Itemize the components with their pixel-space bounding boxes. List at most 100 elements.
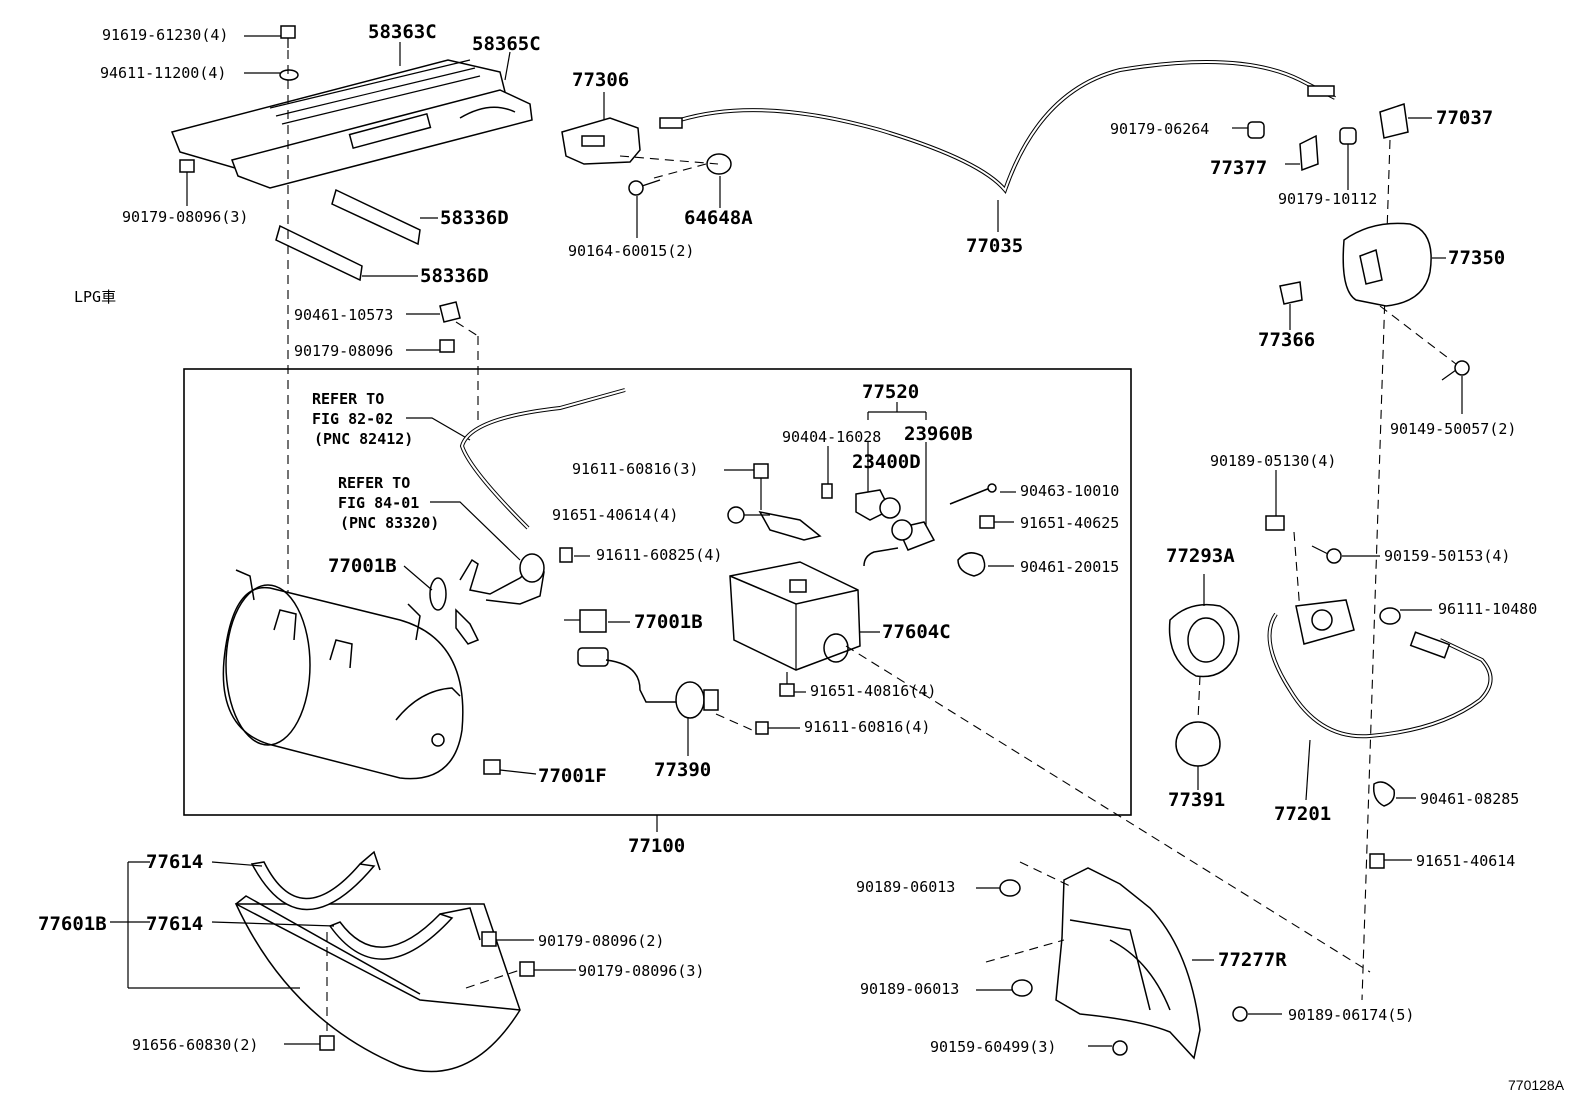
screw-91611-60816-4[interactable] xyxy=(755,721,769,735)
label-91651-40614[interactable]: 91651-40614 xyxy=(1416,852,1515,870)
label-77377[interactable]: 77377 xyxy=(1210,157,1267,179)
label-90189-06013-b[interactable]: 90189-06013 xyxy=(860,980,959,998)
clip-64648A[interactable] xyxy=(706,153,732,175)
nut-90179-06264[interactable] xyxy=(1247,121,1265,139)
label-77390[interactable]: 77390 xyxy=(654,759,711,781)
label-77350[interactable]: 77350 xyxy=(1448,247,1505,269)
screw-90159-50153[interactable] xyxy=(1311,545,1342,564)
protector-77601B[interactable] xyxy=(234,895,521,1073)
plug-77001F[interactable] xyxy=(483,759,537,775)
filler-hose-line[interactable] xyxy=(459,388,626,530)
splash-shield-77277R[interactable] xyxy=(1055,867,1201,1060)
label-77001B-a[interactable]: 77001B xyxy=(328,555,397,577)
label-64648A[interactable]: 64648A xyxy=(684,207,753,229)
clamp-90461-10573[interactable] xyxy=(439,301,461,323)
bracket-77520[interactable] xyxy=(758,510,822,541)
nut-90179-08096-3-bot[interactable] xyxy=(519,961,535,977)
band-77614-b[interactable] xyxy=(328,907,481,960)
label-91651-40614-4[interactable]: 91651-40614(4) xyxy=(552,506,678,524)
label-58336D-b[interactable]: 58336D xyxy=(420,265,489,287)
valve-box-77604C[interactable] xyxy=(729,561,861,671)
label-90404-16028[interactable]: 90404-16028 xyxy=(782,428,881,446)
label-94611-11200[interactable]: 94611-11200(4) xyxy=(100,64,226,82)
screw-91651-40625[interactable] xyxy=(979,515,995,529)
label-77391[interactable]: 77391 xyxy=(1168,789,1225,811)
label-91611-60825[interactable]: 91611-60825(4) xyxy=(596,546,722,564)
bracket-58336D-b[interactable] xyxy=(275,224,363,282)
label-77277R[interactable]: 77277R xyxy=(1218,949,1287,971)
washer-94611-11200[interactable] xyxy=(279,69,299,81)
grommet-90461-20015[interactable] xyxy=(957,552,986,577)
clip-90189-06013-a[interactable] xyxy=(999,879,1021,897)
filler-pipe-77201[interactable] xyxy=(1267,599,1493,739)
label-58365C[interactable]: 58365C xyxy=(472,33,541,55)
label-77604C[interactable]: 77604C xyxy=(882,621,951,643)
screw-91611-60816-3[interactable] xyxy=(753,463,769,510)
label-90179-10112[interactable]: 90179-10112 xyxy=(1278,190,1377,208)
label-91611-60816-4[interactable]: 91611-60816(4) xyxy=(804,718,930,736)
fuel-lid-77350[interactable] xyxy=(1342,222,1432,307)
label-90189-06013-a[interactable]: 90189-06013 xyxy=(856,878,955,896)
valve-assembly[interactable] xyxy=(455,553,545,645)
screw-91651-40614-4[interactable] xyxy=(727,506,770,524)
label-58363C[interactable]: 58363C xyxy=(368,21,437,43)
label-91651-40816[interactable]: 91651-40816(4) xyxy=(810,682,936,700)
lock-77037[interactable] xyxy=(1379,103,1409,139)
screw-90159-60499[interactable] xyxy=(1112,1040,1128,1056)
label-23960B[interactable]: 23960B xyxy=(904,423,973,445)
label-77306[interactable]: 77306 xyxy=(572,69,629,91)
opener-lever-77306[interactable] xyxy=(561,117,641,165)
screw-90164-60015[interactable] xyxy=(628,179,661,196)
label-90463-10010[interactable]: 90463-10010 xyxy=(1020,482,1119,500)
band-77614-a[interactable] xyxy=(250,850,381,911)
clamp-90461-08285[interactable] xyxy=(1372,781,1396,807)
label-77001B-b[interactable]: 77001B xyxy=(634,611,703,633)
label-77293A[interactable]: 77293A xyxy=(1166,545,1235,567)
label-90159-50153[interactable]: 90159-50153(4) xyxy=(1384,547,1510,565)
heat-insulator-58365C[interactable] xyxy=(231,89,533,189)
label-77614-b[interactable]: 77614 xyxy=(146,913,203,935)
label-90159-60499[interactable]: 90159-60499(3) xyxy=(930,1038,1056,1056)
screw-91651-40614[interactable] xyxy=(1369,853,1385,869)
nut-90179-08096-top[interactable] xyxy=(179,159,195,173)
label-90164-60015[interactable]: 90164-60015(2) xyxy=(568,242,694,260)
solenoid-23400D[interactable] xyxy=(855,489,901,521)
label-77520[interactable]: 77520 xyxy=(862,381,919,403)
bracket-58336D-a[interactable] xyxy=(331,188,421,246)
hinge-77366[interactable] xyxy=(1279,281,1303,305)
label-90179-08096-3-bot[interactable]: 90179-08096(3) xyxy=(578,962,704,980)
label-91656-60830[interactable]: 91656-60830(2) xyxy=(132,1036,258,1054)
gasket-77391[interactable] xyxy=(1175,721,1221,767)
label-77001F[interactable]: 77001F xyxy=(538,765,607,787)
label-90461-10573[interactable]: 90461-10573 xyxy=(294,306,393,324)
valve-77001B[interactable] xyxy=(564,609,630,633)
label-91651-40625[interactable]: 91651-40625 xyxy=(1020,514,1119,532)
cable-77035[interactable] xyxy=(679,60,1336,194)
screw-91651-40816[interactable] xyxy=(779,672,795,697)
nut-90179-08096-2[interactable] xyxy=(481,931,497,947)
label-90149-50057[interactable]: 90149-50057(2) xyxy=(1390,420,1516,438)
label-90179-08096-mid[interactable]: 90179-08096 xyxy=(294,342,393,360)
label-23400D[interactable]: 23400D xyxy=(852,451,921,473)
bolt-90404-16028[interactable] xyxy=(821,483,833,499)
screw-90149-50057[interactable] xyxy=(1441,360,1470,381)
label-90179-08096-2[interactable]: 90179-08096(2) xyxy=(538,932,664,950)
bolt-91656-60830[interactable] xyxy=(319,1035,335,1051)
label-77100[interactable]: 77100 xyxy=(628,835,685,857)
bolt-91619-61230[interactable] xyxy=(280,25,296,48)
label-90189-06174[interactable]: 90189-06174(5) xyxy=(1288,1006,1414,1024)
label-90179-08096-3-top[interactable]: 90179-08096(3) xyxy=(122,208,248,226)
label-77037[interactable]: 77037 xyxy=(1436,107,1493,129)
label-90179-06264[interactable]: 90179-06264 xyxy=(1110,120,1209,138)
screw-91611-60825[interactable] xyxy=(559,547,573,563)
label-91611-60816-3[interactable]: 91611-60816(3) xyxy=(572,460,698,478)
gasket-77001B-a[interactable] xyxy=(429,577,447,611)
label-90461-08285[interactable]: 90461-08285 xyxy=(1420,790,1519,808)
clip-90189-06013-b[interactable] xyxy=(1011,979,1033,997)
gauge-77390[interactable] xyxy=(577,647,719,719)
label-77614-a[interactable]: 77614 xyxy=(146,851,203,873)
label-91619-61230[interactable]: 91619-61230(4) xyxy=(102,26,228,44)
nut-90179-10112[interactable] xyxy=(1339,127,1357,145)
housing-77293A[interactable] xyxy=(1168,603,1240,678)
label-77601B[interactable]: 77601B xyxy=(38,913,107,935)
